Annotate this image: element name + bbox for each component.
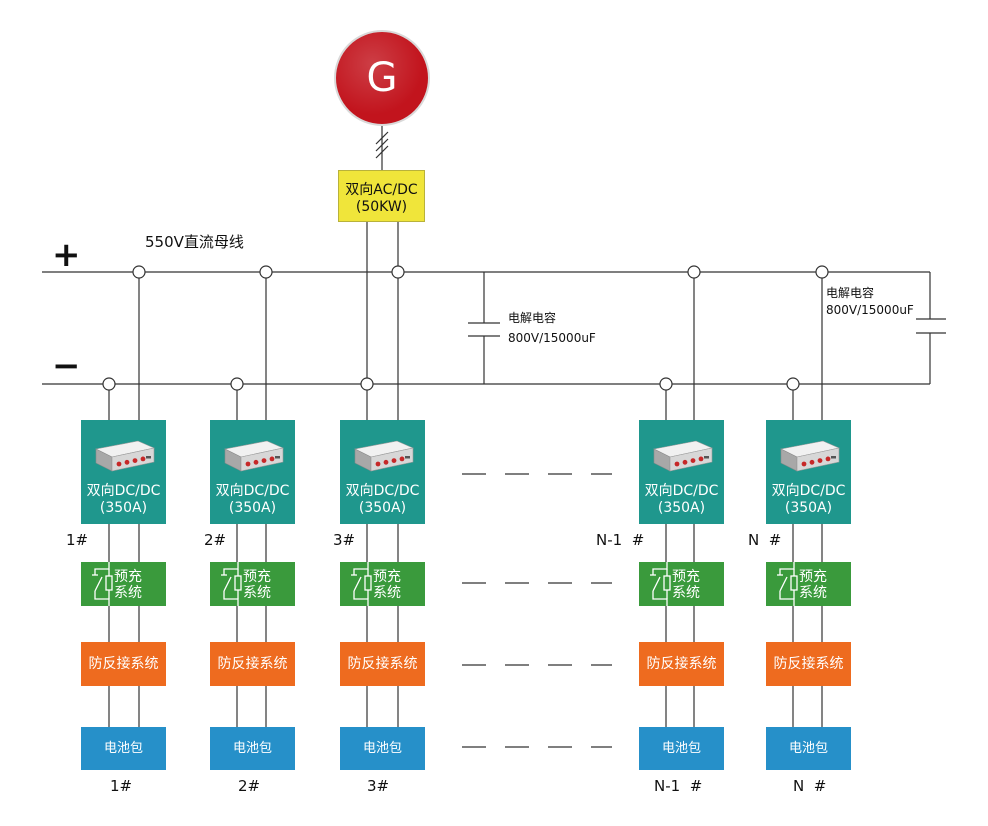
positive-bus-node xyxy=(132,265,146,279)
dcdc-converter: 双向DC/DC (350A) xyxy=(210,420,295,524)
battery-pack: 电池包 xyxy=(81,727,166,770)
reverse-protection-system: 防反接系统 xyxy=(81,642,166,686)
dc-bus-label: 550V直流母线 xyxy=(145,233,244,251)
precharge-system: 预充 系统 xyxy=(81,562,166,606)
dcdc-name: 双向DC/DC xyxy=(644,483,719,499)
unit-bottom-label: 1# xyxy=(110,777,133,795)
precharge-label: 预充 xyxy=(114,569,142,585)
precharge-label: 系统 xyxy=(373,585,401,601)
unit-top-label: 3# xyxy=(333,531,356,549)
reverse-protection-system: 防反接系统 xyxy=(210,642,295,686)
negative-bus-sign: − xyxy=(52,346,81,386)
battery-pack: 电池包 xyxy=(766,727,851,770)
battery-pack: 电池包 xyxy=(210,727,295,770)
precharge-label: 预充 xyxy=(373,569,401,585)
precharge-label: 预充 xyxy=(672,569,700,585)
dcdc-rating: (350A) xyxy=(358,500,407,516)
dcdc-converter: 双向DC/DC (350A) xyxy=(81,420,166,524)
precharge-system: 预充 系统 xyxy=(340,562,425,606)
unit-bottom-label: 2# xyxy=(238,777,261,795)
unit-top-label: N-1 # xyxy=(596,531,645,549)
precharge-label: 系统 xyxy=(799,585,827,601)
unit-top-label: 2# xyxy=(204,531,227,549)
positive-bus-node xyxy=(391,265,405,279)
acdc-rating: (50KW) xyxy=(355,199,408,215)
negative-bus-node xyxy=(230,377,244,391)
precharge-label: 预充 xyxy=(799,569,827,585)
acdc-name: 双向AC/DC xyxy=(345,182,418,198)
dcdc-name: 双向DC/DC xyxy=(215,483,290,499)
dcdc-device-icon xyxy=(92,437,156,473)
dcdc-rating: (350A) xyxy=(784,500,833,516)
unit-bottom-label: 3# xyxy=(367,777,390,795)
capacitor-2-name: 电解电容 xyxy=(826,286,875,300)
reverse-protection-system: 防反接系统 xyxy=(340,642,425,686)
precharge-label: 系统 xyxy=(114,585,142,601)
negative-bus-node xyxy=(659,377,673,391)
precharge-label: 系统 xyxy=(672,585,700,601)
capacitor-2-rating: 800V/15000uF xyxy=(826,303,914,317)
dcdc-device-icon xyxy=(351,437,415,473)
precharge-system: 预充 系统 xyxy=(210,562,295,606)
precharge-label: 预充 xyxy=(243,569,271,585)
negative-bus-node xyxy=(102,377,116,391)
unit-bottom-label: N-1 # xyxy=(654,777,703,795)
three-phase-slash xyxy=(375,138,389,152)
three-phase-slash xyxy=(375,145,389,159)
unit-top-label: N # xyxy=(748,531,782,549)
reverse-protection-system: 防反接系统 xyxy=(639,642,724,686)
dcdc-name: 双向DC/DC xyxy=(86,483,161,499)
precharge-label: 系统 xyxy=(243,585,271,601)
dcdc-name: 双向DC/DC xyxy=(771,483,846,499)
three-phase-slash xyxy=(375,131,389,145)
reverse-protection-system: 防反接系统 xyxy=(766,642,851,686)
precharge-system: 预充 系统 xyxy=(766,562,851,606)
dcdc-rating: (350A) xyxy=(657,500,706,516)
dcdc-device-icon xyxy=(221,437,285,473)
dcdc-converter: 双向DC/DC (350A) xyxy=(639,420,724,524)
dcdc-converter: 双向DC/DC (350A) xyxy=(340,420,425,524)
battery-pack: 电池包 xyxy=(340,727,425,770)
dcdc-rating: (350A) xyxy=(228,500,277,516)
dcdc-device-icon xyxy=(777,437,841,473)
positive-bus-sign: + xyxy=(52,235,81,275)
generator-label: G xyxy=(366,55,398,101)
precharge-system: 预充 系统 xyxy=(639,562,724,606)
generator: G xyxy=(334,30,430,126)
battery-pack: 电池包 xyxy=(639,727,724,770)
acdc-converter: 双向AC/DC (50KW) xyxy=(338,170,425,222)
unit-bottom-label: N # xyxy=(793,777,827,795)
dcdc-device-icon xyxy=(650,437,714,473)
negative-bus-node xyxy=(360,377,374,391)
positive-bus-node xyxy=(815,265,829,279)
dcdc-name: 双向DC/DC xyxy=(345,483,420,499)
dcdc-converter: 双向DC/DC (350A) xyxy=(766,420,851,524)
positive-bus-node xyxy=(687,265,701,279)
negative-bus-node xyxy=(786,377,800,391)
dcdc-rating: (350A) xyxy=(99,500,148,516)
positive-bus-node xyxy=(259,265,273,279)
capacitor-1-name: 电解电容 xyxy=(508,311,557,325)
capacitor-1-rating: 800V/15000uF xyxy=(508,331,596,345)
unit-top-label: 1# xyxy=(66,531,89,549)
